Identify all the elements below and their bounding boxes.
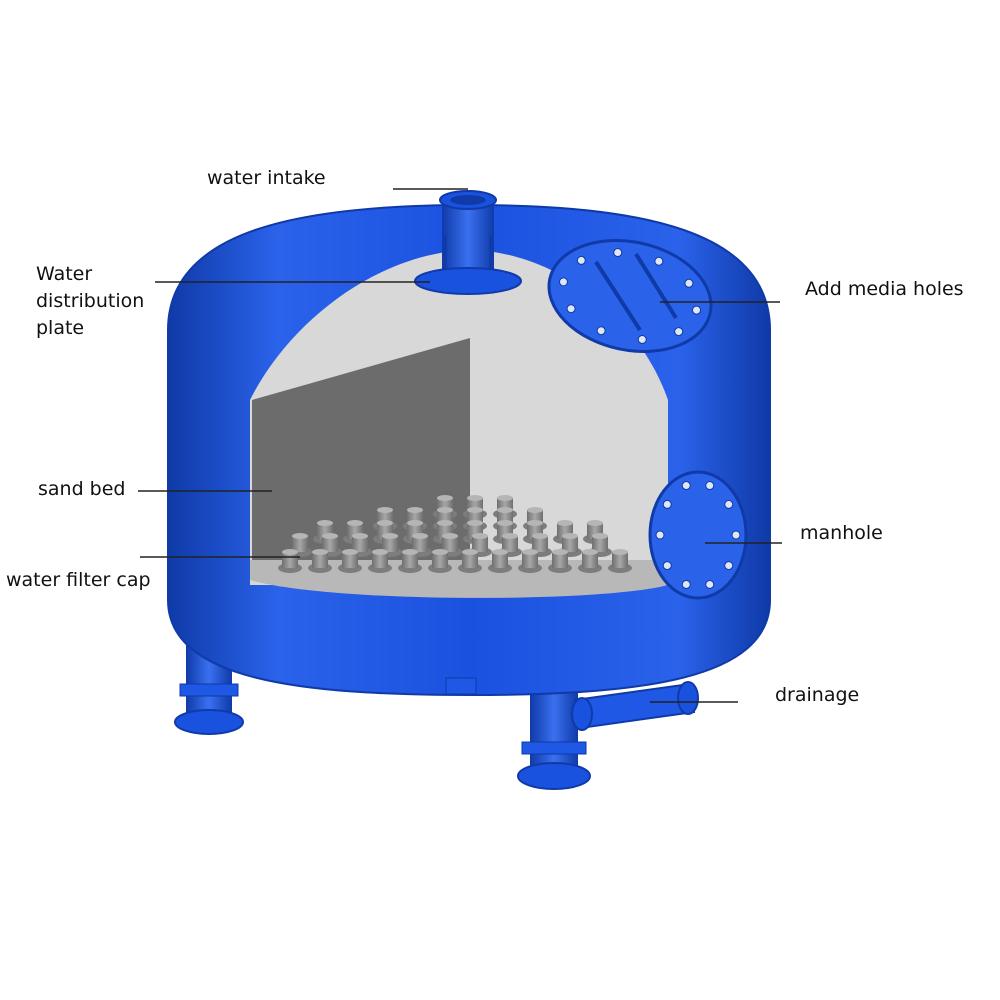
filter-cap	[278, 549, 302, 573]
filter-cap	[608, 549, 632, 573]
filter-cap	[488, 549, 512, 573]
bolt	[662, 561, 672, 571]
bolt	[692, 305, 702, 315]
water-intake-pipe	[439, 190, 497, 270]
bolt	[566, 304, 576, 314]
water-distribution-plate	[414, 267, 522, 295]
filter-cap	[308, 549, 332, 573]
filter-cap	[458, 549, 482, 573]
bolt	[705, 579, 715, 589]
label-line: distribution	[36, 290, 145, 312]
filter-cap	[548, 549, 572, 573]
leader-lines	[138, 188, 782, 703]
bolt	[724, 561, 734, 571]
drainage-pipe	[571, 681, 699, 731]
filter-cap	[338, 549, 362, 573]
manhole-flange	[648, 470, 748, 600]
label-manhole: manhole	[800, 522, 883, 544]
bolt	[558, 277, 568, 287]
bolt	[681, 481, 691, 491]
filter-cap	[368, 549, 392, 573]
label-drainage: drainage	[775, 684, 860, 706]
water-filter-caps	[278, 495, 632, 573]
filter-cap	[398, 549, 422, 573]
sand-bed	[252, 338, 470, 562]
bolt	[613, 248, 623, 258]
bottom-drain-stub	[445, 677, 477, 695]
filter-cap	[578, 549, 602, 573]
filter-cap	[428, 549, 452, 573]
bolt	[731, 530, 741, 540]
bolt	[655, 530, 665, 540]
bolt	[684, 278, 694, 288]
leg-right-flange	[517, 762, 591, 790]
bolt	[654, 256, 664, 266]
label-sand-bed: sand bed	[38, 478, 126, 500]
label-line: Water	[36, 263, 93, 285]
label-add-media-holes: Add media holes	[805, 278, 964, 300]
bolt	[637, 334, 647, 344]
bolt	[674, 327, 684, 337]
bolt	[596, 326, 606, 336]
leg-left-flange	[174, 709, 244, 735]
bolt	[662, 499, 672, 509]
add-media-hole-flange	[547, 238, 713, 354]
label-water-intake: water intake	[207, 167, 326, 189]
filter-cap	[518, 549, 542, 573]
bolt	[681, 579, 691, 589]
label-water-filter-cap: water filter cap	[6, 569, 151, 591]
label-line: plate	[36, 317, 85, 339]
label-water-distribution-plate: Water distribution plate	[36, 261, 144, 342]
bolt	[576, 255, 586, 265]
bolt	[724, 499, 734, 509]
bolt	[705, 481, 715, 491]
